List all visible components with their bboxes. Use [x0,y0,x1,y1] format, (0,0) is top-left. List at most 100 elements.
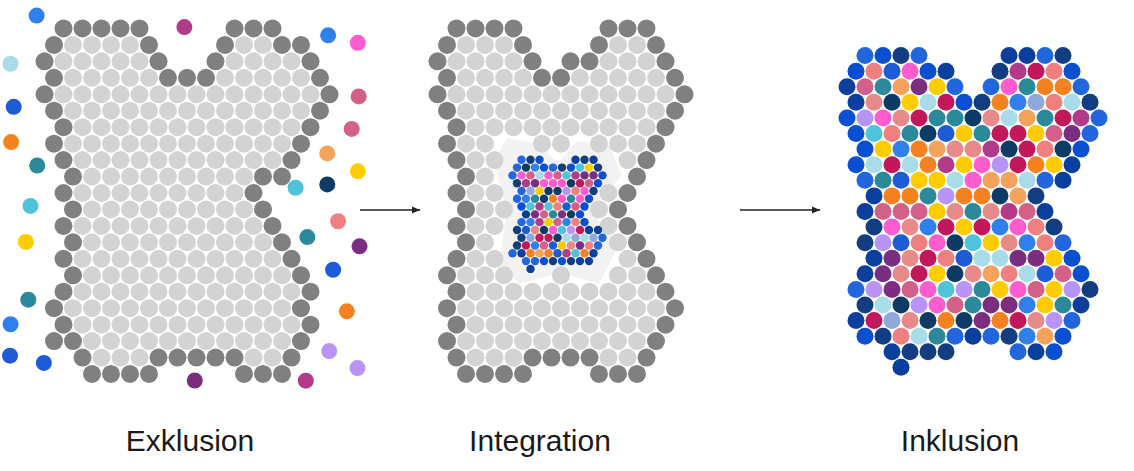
panel-label: Integration [465,424,615,458]
dot [197,135,215,153]
dot [448,52,466,70]
dot [533,332,551,350]
dot [121,266,139,284]
dot [647,69,665,87]
dot [112,52,130,70]
dot [121,365,139,383]
dot [1010,94,1027,111]
panel: Inklusion [820,0,1100,466]
dot [74,349,92,367]
dot [292,299,310,317]
dot [589,171,597,179]
dot [857,234,874,251]
dot [264,316,282,334]
dot [64,69,82,87]
dot [216,266,234,284]
dot [169,184,187,202]
dot [929,78,946,95]
dot [628,266,646,284]
dot [526,265,534,273]
dot [600,349,618,367]
dot [609,233,627,251]
dot [571,156,579,164]
dot [102,200,120,218]
dot [600,283,618,301]
dot [657,118,675,136]
dot [893,296,910,313]
dot [638,349,656,367]
dot [83,36,101,54]
dot [352,238,368,254]
dot [576,210,584,218]
dot [558,226,566,234]
dot [429,52,447,70]
dot [562,202,570,210]
dot [235,102,253,120]
dot [911,109,928,126]
dot [1010,156,1027,173]
dot [140,135,158,153]
dot [553,171,561,179]
dot [55,151,73,169]
dot [140,299,158,317]
dot [292,102,310,120]
dot [581,85,599,103]
dot [866,125,883,142]
dot [83,102,101,120]
dot [647,36,665,54]
dot [535,202,543,210]
dot [321,85,339,103]
dot [457,36,475,54]
dot [131,283,149,301]
dot [585,226,593,234]
dot [254,168,272,186]
dot [45,135,63,153]
dot [549,163,557,171]
dot [857,203,874,220]
dot [55,118,73,136]
dot [857,172,874,189]
dot [235,168,253,186]
dot [1001,109,1018,126]
dot [522,179,530,187]
dot [302,118,320,136]
dot [526,234,534,242]
dot [1010,343,1027,360]
dot [594,241,602,249]
dot [543,85,561,103]
dot [216,36,234,54]
dot [102,332,120,350]
dot [226,52,244,70]
dot [93,19,111,37]
dot [562,187,570,195]
dot [131,316,149,334]
dot [571,187,579,195]
dot [609,135,627,153]
dot [1055,234,1072,251]
dot [457,365,475,383]
dot [938,63,955,80]
dot [1010,219,1027,236]
dot [553,249,561,257]
dot [657,85,675,103]
dot [159,102,177,120]
dot [567,257,575,265]
dot [594,163,602,171]
dot [188,349,206,367]
dot [884,281,901,298]
dot [350,35,366,51]
dot [64,102,82,120]
dot [526,249,534,257]
dot [911,78,928,95]
dot [884,312,901,329]
dot [929,265,946,282]
dot [273,36,291,54]
dot [226,85,244,103]
dot [121,102,139,120]
dot [495,365,513,383]
dot [875,328,892,345]
dot [884,187,901,204]
dot [351,88,367,104]
dot [457,233,475,251]
dot [187,372,203,388]
